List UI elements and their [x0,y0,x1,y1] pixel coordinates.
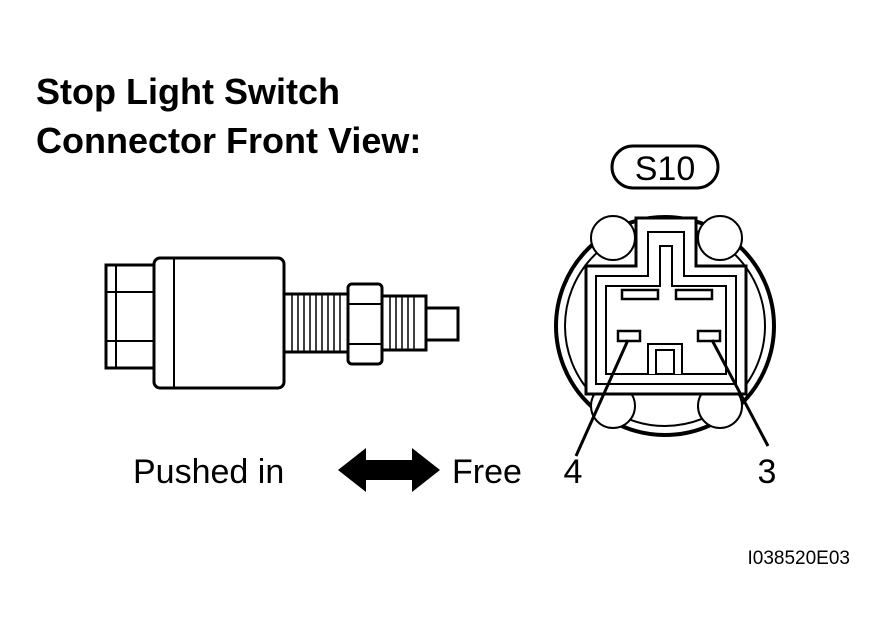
switch-plug [104,263,162,370]
hex-nut [346,282,384,366]
free-label: Free [452,453,522,491]
pin-4-label: 4 [564,453,583,491]
pin-1 [620,288,660,301]
switch-plunger [424,306,460,342]
pin-3-leader-line [710,339,770,447]
connector-front-view [554,215,776,437]
figure-code: I038520E03 [748,548,851,569]
connector-id-badge [610,144,720,190]
connector-housing [584,216,748,396]
pin-4 [616,329,642,343]
threaded-shaft-end [380,294,428,352]
title-line-1: Stop Light Switch [36,71,340,112]
double-arrow-icon [338,448,440,492]
mount-hole-top-left [590,215,636,261]
pin-3 [696,329,722,343]
pin-2 [674,288,714,301]
title-line-2: Connector Front View: [36,120,421,161]
stop-light-switch-illustration [104,256,460,390]
pushed-in-label: Pushed in [133,453,284,491]
pin-3-label: 3 [758,453,777,491]
mount-hole-top-right [697,215,743,261]
pin-4-leader-line [574,339,630,457]
connector-id: S10 [635,150,696,188]
